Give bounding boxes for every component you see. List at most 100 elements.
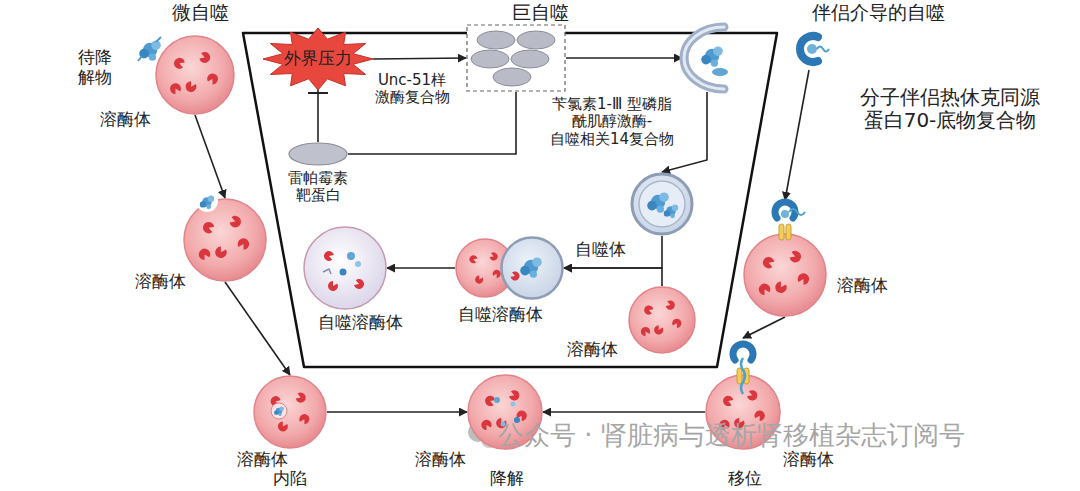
watermark: 公众号 · 肾脏病与透析肾移植杂志订阅号 — [498, 422, 965, 448]
translocating-lysosome-outline-part — [741, 358, 745, 394]
fusing-autolysosome-outline-part — [520, 266, 530, 276]
node-label: 移位 — [728, 469, 762, 488]
autophagosome-outline — [630, 172, 694, 236]
node-label: 苄氯素1-Ⅲ 型磷脂 酰肌醇激酶- 自噬相关14复合物 — [547, 96, 678, 148]
ulk-complex-outline-part — [517, 31, 555, 49]
lysosome-circle-outline-part — [666, 301, 675, 310]
ulk-complex-outline-part — [493, 68, 531, 86]
fusing-autolysosome-outline-part — [511, 272, 520, 281]
node-label: 自噬体 — [575, 240, 626, 260]
chaperone-complex-outline-part — [817, 47, 829, 52]
fusing-autolysosome-outline-part — [493, 270, 501, 278]
ulk-complex-outline-part — [477, 31, 515, 49]
lysosome-circle-outline-part — [494, 397, 500, 403]
autolysosome: 自噬溶酶体 — [303, 226, 387, 310]
autolysosome-outline-part — [355, 261, 361, 267]
invaginating-lysosome-outline-part — [200, 201, 206, 207]
node-label: Unc-51样 激酶复合物 — [372, 72, 453, 107]
connector — [566, 57, 682, 59]
autophagosome: 自噬体 — [630, 172, 694, 236]
autophagosome-outline-part — [647, 201, 657, 211]
ulk-complex: Unc-51样 激酶复合物 — [466, 24, 566, 92]
invaginating-lysosome-outline-part — [184, 199, 266, 281]
connector — [195, 115, 225, 198]
lysosome-circle-outline-part — [296, 393, 306, 403]
chaperone-complex: 分子伴侣热休克同源 蛋白70-底物复合物 — [786, 28, 832, 70]
mtor-ellipse-outline-part — [289, 143, 347, 165]
node-label: 自噬溶酶体 — [458, 305, 543, 325]
lysosome-circle-outline-part — [207, 73, 218, 84]
translocating-lysosome-outline-part — [737, 368, 742, 384]
invaginating-lysosome-outline — [183, 198, 267, 282]
autophagosome-outline-part — [657, 206, 664, 213]
lysosome-circle-outline — [253, 375, 327, 449]
chaperone-complex-outline-part — [807, 44, 817, 54]
invaginating-lysosome-outline-part — [215, 247, 226, 258]
fusing-autolysosome-outline-part — [532, 257, 542, 267]
translocating-lysosome-outline-part — [723, 396, 733, 406]
lysosome-circle-outline-part — [186, 81, 197, 92]
fusing-autolysosome-outline-part — [490, 252, 498, 260]
lysosome-circle-outline-part — [271, 403, 287, 419]
invaginating-lysosome-outline-part — [208, 196, 214, 202]
invaginating-lysosome-outline-part — [206, 204, 211, 209]
autolysosome-outline-part — [354, 279, 364, 289]
section-title: 微自噬 — [172, 2, 229, 24]
cma-lysosome-outline-part — [790, 251, 801, 262]
autophagosome-outline-part — [659, 192, 669, 202]
substrate-icon-outline-part — [149, 54, 156, 61]
phagophore-outline — [682, 24, 732, 92]
connector — [564, 268, 662, 286]
node-label: 巨自噬 — [512, 2, 569, 24]
invaginating-lysosome-outline-part — [203, 222, 214, 233]
node-label: 溶酶体 — [135, 272, 186, 292]
lysosome-circle-outline-part — [644, 306, 653, 315]
phagophore-outline-part — [684, 27, 724, 89]
stress-starburst-outline-part — [263, 28, 373, 90]
ulk-complex-outline-part — [471, 50, 509, 68]
phagophore-outline-part — [684, 27, 724, 89]
lysosome-circle-outline-part — [174, 58, 185, 69]
autophagosome-outline-part — [672, 205, 678, 211]
lysosome-circle-outline-part — [654, 325, 663, 334]
chaperone-complex-outline — [786, 28, 832, 70]
node-label: 溶酶体 — [415, 450, 466, 469]
invaginating-lysosome: 溶酶体 — [183, 198, 267, 282]
autolysosome-outline-part — [328, 281, 338, 291]
connector — [225, 282, 290, 375]
translocating-lysosome-outline-part — [733, 344, 753, 360]
lysosome-circle-outline-part — [641, 327, 650, 336]
lysosome-circle-outline-part — [156, 36, 234, 114]
chaperone-complex-outline-part — [800, 36, 818, 62]
lysosome-circle-outline-part — [629, 287, 695, 353]
cma-lysosome-outline-part — [781, 210, 789, 218]
invaginating-lysosome-outline-part — [199, 249, 210, 260]
phagophore: 苄氯素1-Ⅲ 型磷脂 酰肌醇激酶- 自噬相关14复合物 — [682, 24, 732, 92]
node-label: 外界压力 — [284, 49, 352, 69]
autolysosome-outline-part — [340, 269, 347, 276]
mtor-ellipse-outline — [288, 142, 348, 166]
section-title: 伴侣介导的自噬 — [812, 2, 945, 24]
lysosome-circle-outline-part — [278, 421, 288, 431]
autolysosome-outline-part — [304, 227, 386, 309]
lysosome-circle-outline-part — [254, 376, 326, 448]
translocating-lysosome-outline-part — [747, 390, 757, 400]
connector — [543, 411, 705, 413]
phagophore-outline-part — [701, 55, 711, 65]
node-label: 降解 — [490, 469, 524, 488]
lysosome-circle: 溶酶体 — [628, 286, 696, 354]
phagophore-outline-part — [713, 46, 723, 56]
autophagosome-outline-part — [632, 174, 692, 234]
lysosome-circle-outline-part — [199, 52, 210, 63]
fusing-autolysosome-outline-part — [502, 238, 563, 299]
lysosome-circle-outline-part — [481, 420, 491, 430]
phagophore-outline-part — [711, 60, 718, 67]
connector — [387, 267, 455, 269]
invaginating-lysosome-outline-part — [196, 190, 218, 212]
node-label: 溶酶体 — [237, 450, 288, 469]
node-label: 自噬溶酶体 — [318, 313, 403, 333]
autophagosome-outline-part — [639, 181, 685, 227]
substrate-icon-outline-part — [138, 37, 161, 61]
autolysosome-outline-part — [323, 269, 331, 274]
